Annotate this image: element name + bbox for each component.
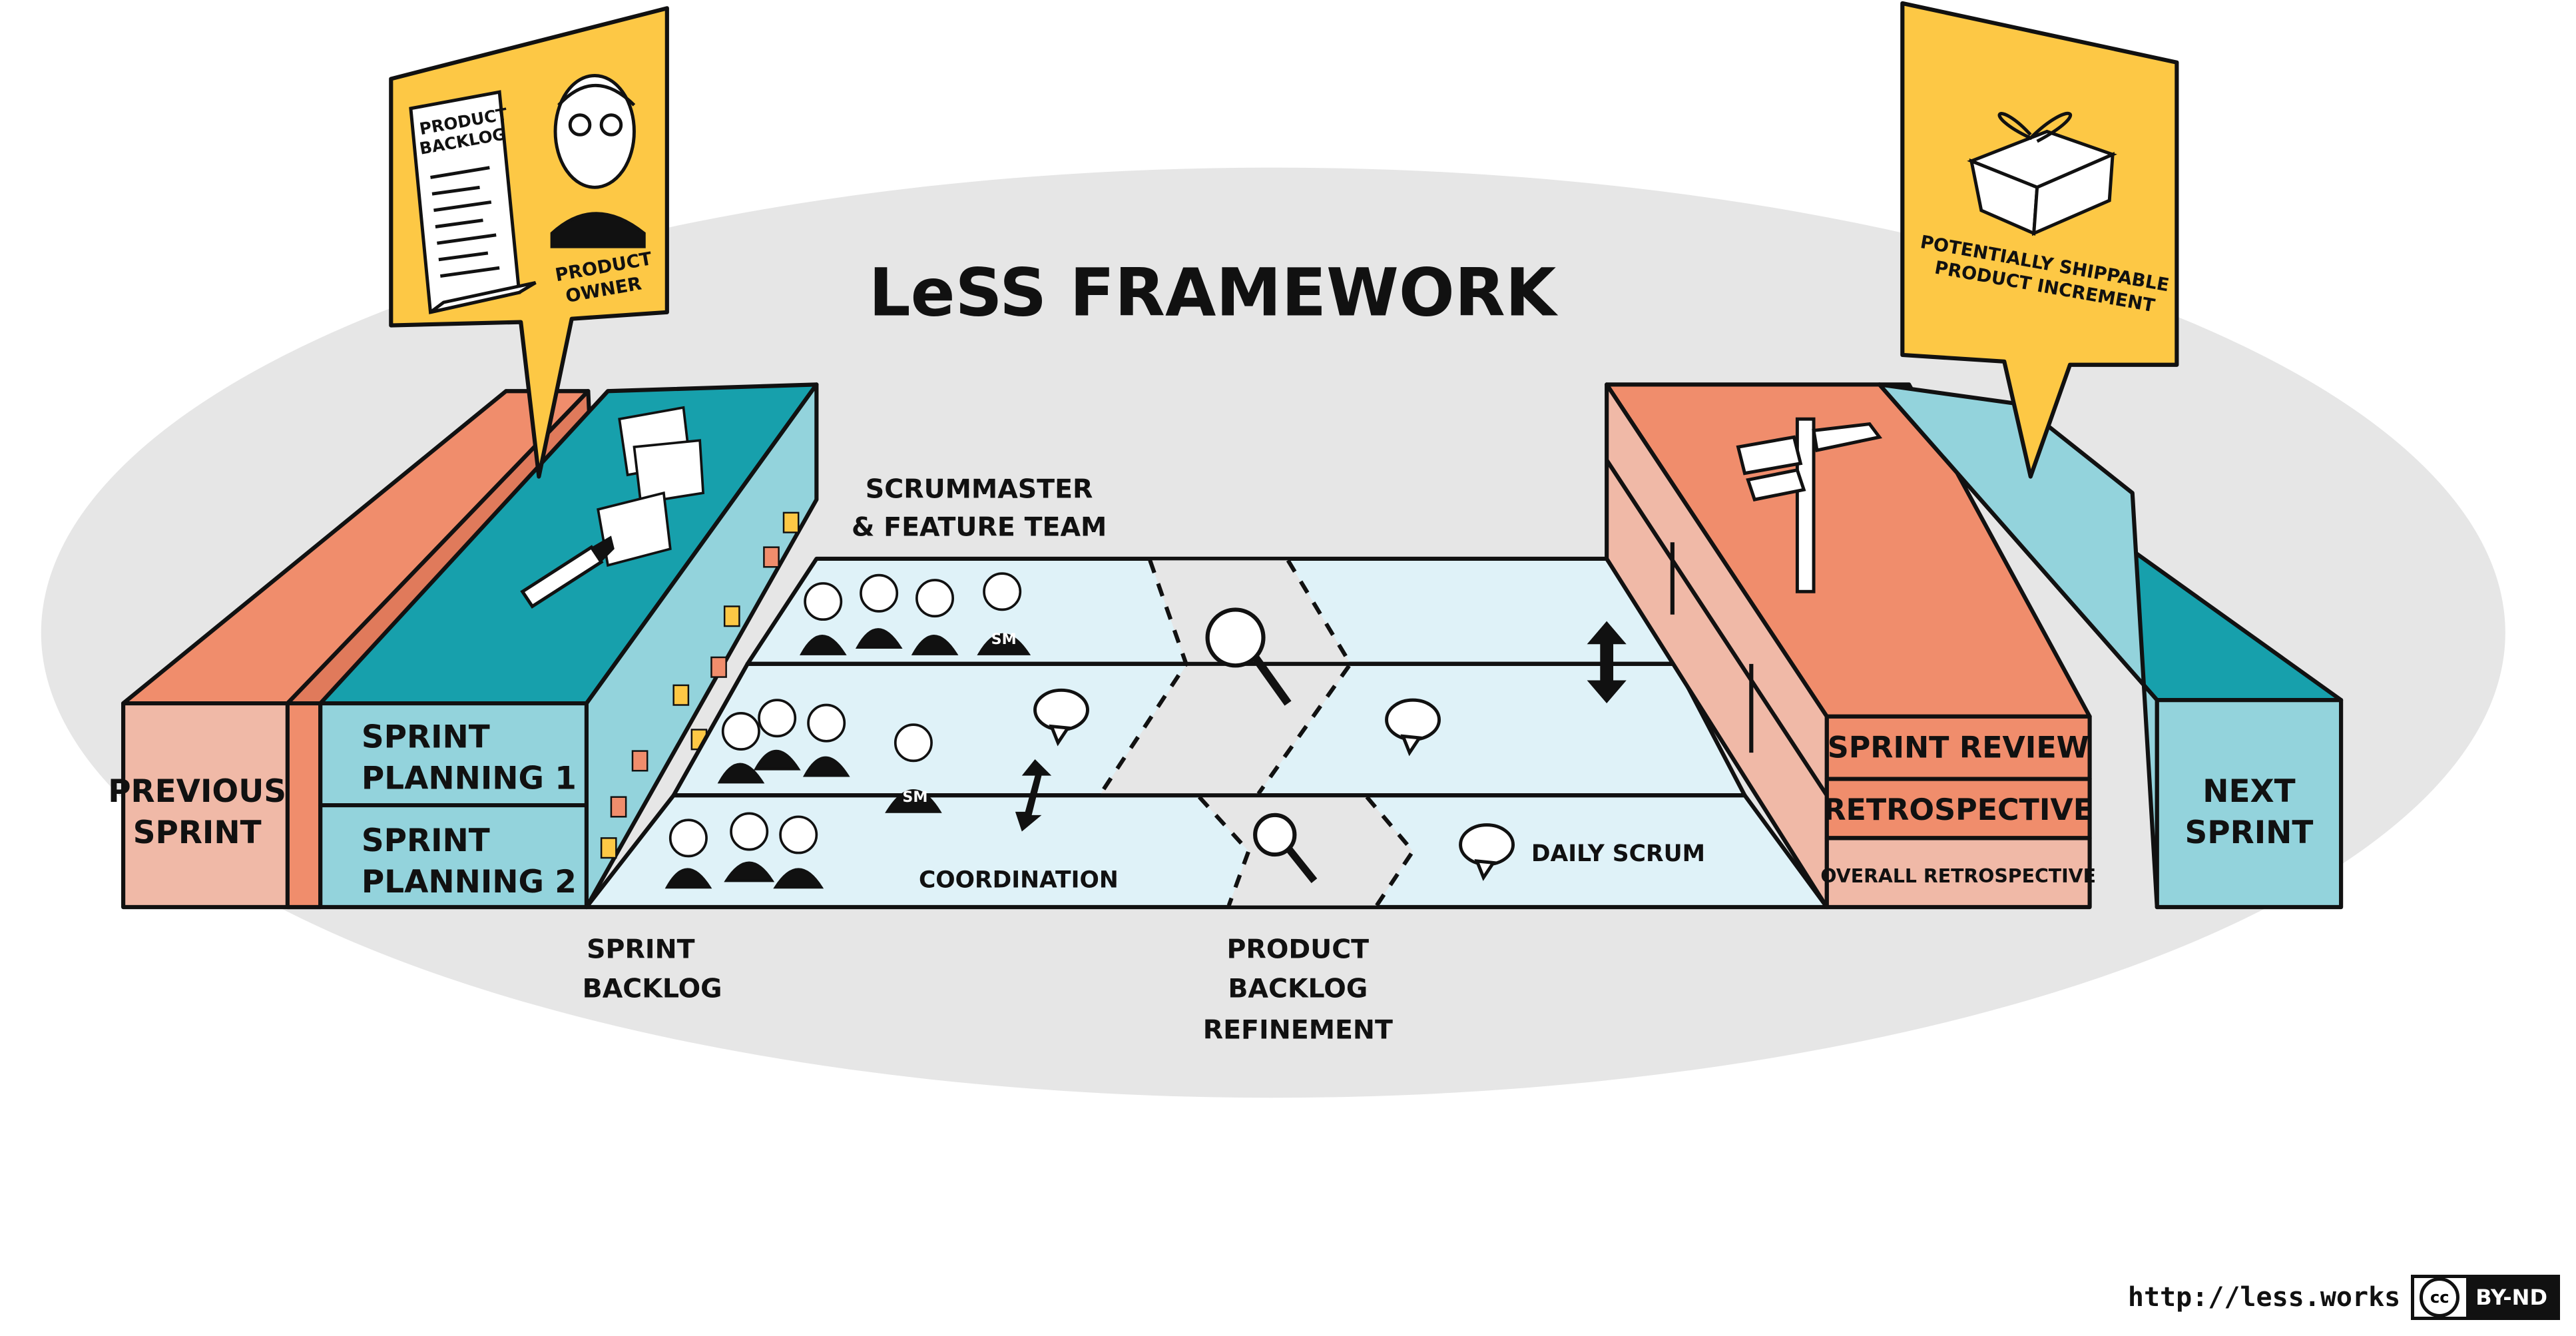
scrummaster-label-2: & FEATURE TEAM <box>852 511 1107 542</box>
person-icon <box>773 815 824 889</box>
person-icon <box>664 819 712 889</box>
next-sprint-label-1: NEXT <box>2202 773 2295 810</box>
scrummaster-label-1: SCRUMMASTER <box>866 474 1093 505</box>
review-block <box>1605 382 2092 910</box>
pbr-label-2: BACKLOG <box>1228 974 1368 1004</box>
sprint-backlog-label-1: SPRINT <box>587 934 694 964</box>
backlog-lines <box>430 166 500 278</box>
scrummaster-badge-1: SM <box>991 631 1017 648</box>
sprint-planning-1-label-2: PLANNING 1 <box>362 760 577 797</box>
product-backlog-scroll-icon <box>409 90 537 314</box>
sprint-planning-2-label-1: SPRINT <box>362 823 490 859</box>
magnifier-icon <box>1253 813 1318 883</box>
coordination-label: COORDINATION <box>919 866 1119 893</box>
double-arrow-icon <box>1587 621 1627 704</box>
next-sprint-block <box>1877 382 2344 910</box>
person-icon <box>800 582 847 655</box>
person-icon <box>802 703 850 777</box>
retrospective-label: RETROSPECTIVE <box>1823 793 2093 827</box>
speech-bubble-icon <box>1459 823 1515 881</box>
license-text: BY-ND <box>2466 1278 2557 1317</box>
sprint-planning-2-label-2: PLANNING 2 <box>362 864 577 900</box>
person-icon <box>855 573 903 649</box>
speech-bubble-icon <box>1385 698 1441 757</box>
person-icon <box>911 579 959 655</box>
daily-scrum-label: DAILY SCRUM <box>1531 840 1705 867</box>
sprint-planning-1-label-1: SPRINT <box>362 719 490 756</box>
magnifier-icon <box>1205 607 1292 706</box>
footer: http://less.works cc BY-ND <box>2128 1275 2560 1320</box>
lane-dividers <box>673 661 1745 798</box>
next-sprint-label-2: SPRINT <box>2185 815 2314 851</box>
speech-bubble-icon <box>1033 688 1089 747</box>
creative-commons-icon: cc <box>2420 1277 2460 1317</box>
signpost-icon <box>1736 417 1883 593</box>
sticky-notes <box>600 511 800 859</box>
marker-pen-icon <box>520 535 615 609</box>
website-link[interactable]: http://less.works <box>2127 1282 2401 1313</box>
sprint-backlog-label-2: BACKLOG <box>583 974 722 1004</box>
framework-title: LeSS FRAMEWORK <box>869 255 1559 332</box>
product-owner-avatar <box>550 74 646 248</box>
pbr-label-1: PRODUCT <box>1227 934 1370 964</box>
person-icon <box>717 712 765 784</box>
person-icon <box>977 572 1031 655</box>
gift-box-icon <box>1967 111 2117 236</box>
team-people <box>664 572 1031 889</box>
sprint-review-label: SPRINT REVIEW <box>1828 731 2089 765</box>
scrummaster-badge-2: SM <box>902 789 927 806</box>
double-arrow-icon <box>1015 759 1052 832</box>
person-icon <box>753 699 801 771</box>
increment-sign <box>1900 1 2179 479</box>
person-icon <box>885 723 942 813</box>
previous-sprint-label-2: SPRINT <box>133 815 262 851</box>
overall-retrospective-label: OVERALL RETROSPECTIVE <box>1820 865 2096 887</box>
person-icon <box>724 812 775 882</box>
license-badge[interactable]: cc BY-ND <box>2411 1275 2560 1320</box>
pbr-label-3: REFINEMENT <box>1203 1014 1393 1045</box>
previous-sprint-label-1: PREVIOUS <box>108 773 286 810</box>
